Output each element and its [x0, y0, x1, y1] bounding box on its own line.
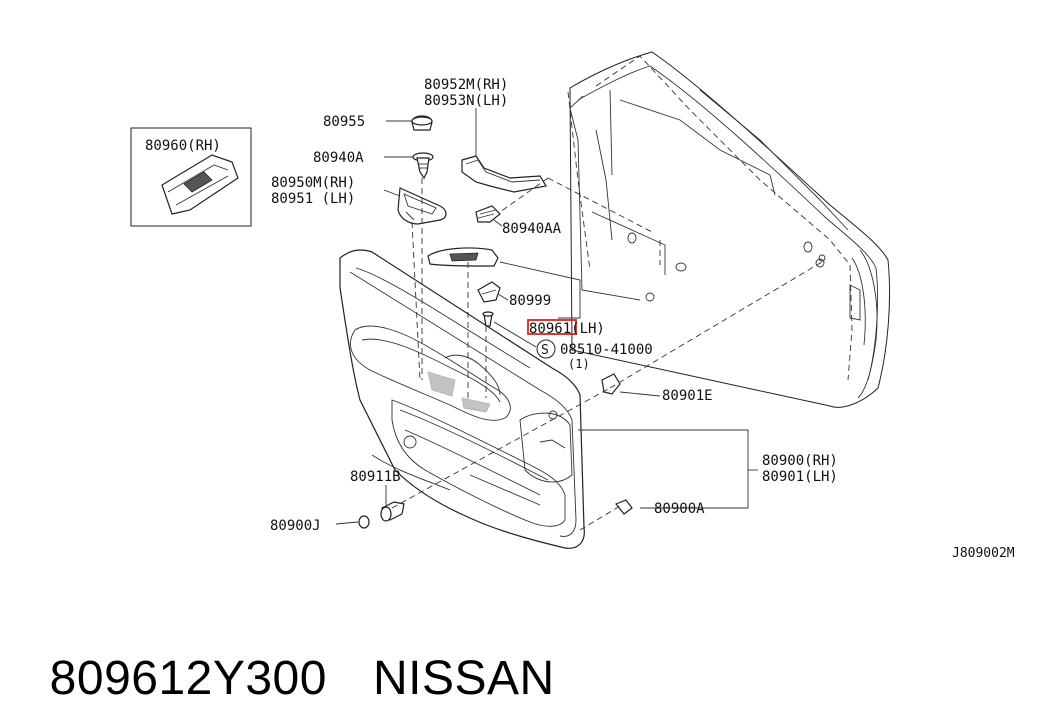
- label-80960-rh: 80960(RH): [145, 138, 221, 154]
- part-80952-bracket: [461, 155, 547, 193]
- part-80901e-clip: [601, 373, 621, 395]
- label-80940aa: 80940AA: [502, 221, 562, 237]
- label-80953n-lh: 80953N(LH): [424, 93, 508, 109]
- target-part-highlight: [527, 319, 577, 335]
- part-number: 809612Y300: [49, 652, 327, 705]
- label-80940a: 80940A: [313, 150, 364, 166]
- inset-80960-rh: [130, 127, 252, 227]
- label-80901-lh: 80901(LH): [762, 469, 838, 485]
- leader-lines: [335, 108, 758, 525]
- screw-symbol: S: [536, 339, 556, 359]
- label-80900a: 80900A: [654, 501, 705, 517]
- label-80901e: 80901E: [662, 388, 713, 404]
- part-80940a-clip: [412, 152, 434, 180]
- part-labels: 80960(RH) 80952M(RH) 80953N(LH) 80955 80…: [145, 77, 1015, 561]
- part-80900j-clip: [358, 515, 370, 529]
- assembly-lines: [391, 177, 823, 531]
- brand-name: NISSAN: [372, 652, 555, 705]
- label-80900-rh: 80900(RH): [762, 453, 838, 469]
- figure-code: J809002M: [952, 546, 1015, 561]
- part-caption: 809612Y300 NISSAN: [22, 596, 555, 705]
- part-80961-lh-grip: [427, 247, 499, 267]
- label-80961-lh: 80961(LH): [529, 321, 605, 337]
- part-80911b-clip: [380, 501, 405, 522]
- label-80951-lh: 80951 (LH): [271, 191, 355, 207]
- label-80952m-rh: 80952M(RH): [424, 77, 508, 93]
- part-80955-cap: [411, 115, 433, 131]
- part-80940aa-clip: [475, 205, 501, 223]
- label-80955: 80955: [323, 114, 365, 130]
- parts-diagram: S 80960(RH) 80952M(RH) 80953N(LH) 80955 …: [130, 51, 1015, 561]
- label-80999: 80999: [509, 293, 551, 309]
- part-80900a-clip: [615, 499, 633, 515]
- door-trim-panel: [339, 249, 585, 549]
- part-08510-screw: [482, 311, 494, 327]
- screw-symbol-letter: S: [541, 343, 549, 358]
- label-08510-41000: 08510-41000: [560, 342, 653, 358]
- label-80911b: 80911B: [350, 469, 401, 485]
- label-08510-qty: (1): [568, 357, 590, 371]
- part-80950-escutcheon: [397, 187, 447, 225]
- label-80900j: 80900J: [270, 518, 321, 534]
- door-frame: [547, 51, 891, 408]
- label-80950m-rh: 80950M(RH): [271, 175, 355, 191]
- part-80999-retainer: [477, 281, 501, 303]
